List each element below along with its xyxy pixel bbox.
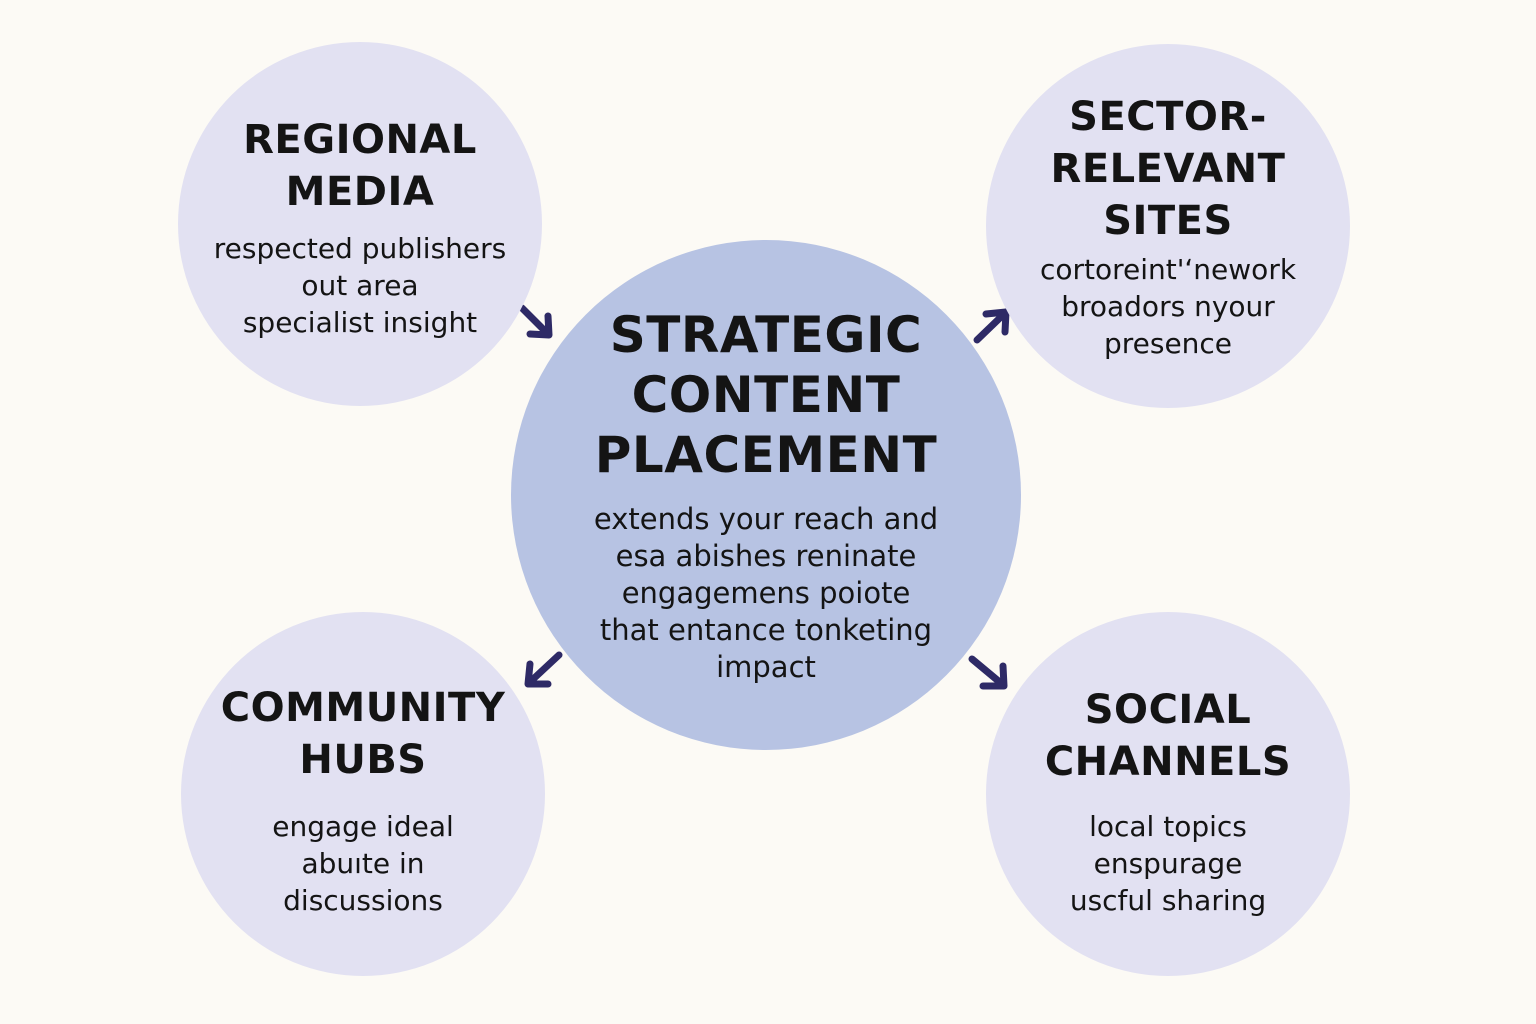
center-description: extends your reach and esa abishes renin… (593, 501, 939, 684)
node-description: local topics enspurage uscful sharing (1069, 809, 1267, 917)
node-social-channels: SOCIAL CHANNELS local topics enspurage u… (986, 612, 1350, 976)
node-content: SOCIAL CHANNELS local topics enspurage u… (1045, 670, 1291, 919)
arrow-down-right-icon (518, 304, 553, 339)
node-title: REGIONAL MEDIA (243, 116, 477, 215)
node-content: REGIONAL MEDIA respected publishers out … (214, 108, 507, 341)
arrow-down-left-icon (524, 651, 563, 688)
node-content: STRATEGIC CONTENT PLACEMENT extends your… (594, 305, 938, 686)
node-description: respected publishers out area specialist… (213, 231, 507, 339)
node-content: SECTOR- RELEVANT SITES cortoreint'ʻnewor… (1040, 91, 1296, 362)
node-community-hubs: COMMUNITY HUBS engage ideal abuıte in di… (181, 612, 545, 976)
node-strategic-content-placement: STRATEGIC CONTENT PLACEMENT extends your… (511, 240, 1021, 750)
arrow-down-right-icon (968, 655, 1008, 690)
node-title: COMMUNITY HUBS (220, 684, 506, 783)
node-content: COMMUNITY HUBS engage ideal abuıte in di… (221, 670, 506, 919)
node-title: SECTOR- RELEVANT SITES (1050, 93, 1286, 244)
arrow-up-right-icon (973, 308, 1010, 344)
node-sector-relevant-sites: SECTOR- RELEVANT SITES cortoreint'ʻnewor… (986, 44, 1350, 408)
node-regional-media: REGIONAL MEDIA respected publishers out … (178, 42, 542, 406)
node-title: SOCIAL CHANNELS (1044, 686, 1292, 785)
node-description: cortoreint'ʻnework broadors nyour presen… (1039, 252, 1297, 360)
center-title: STRATEGIC CONTENT PLACEMENT (594, 305, 938, 484)
node-description: engage ideal abuıte in discussions (272, 809, 454, 917)
